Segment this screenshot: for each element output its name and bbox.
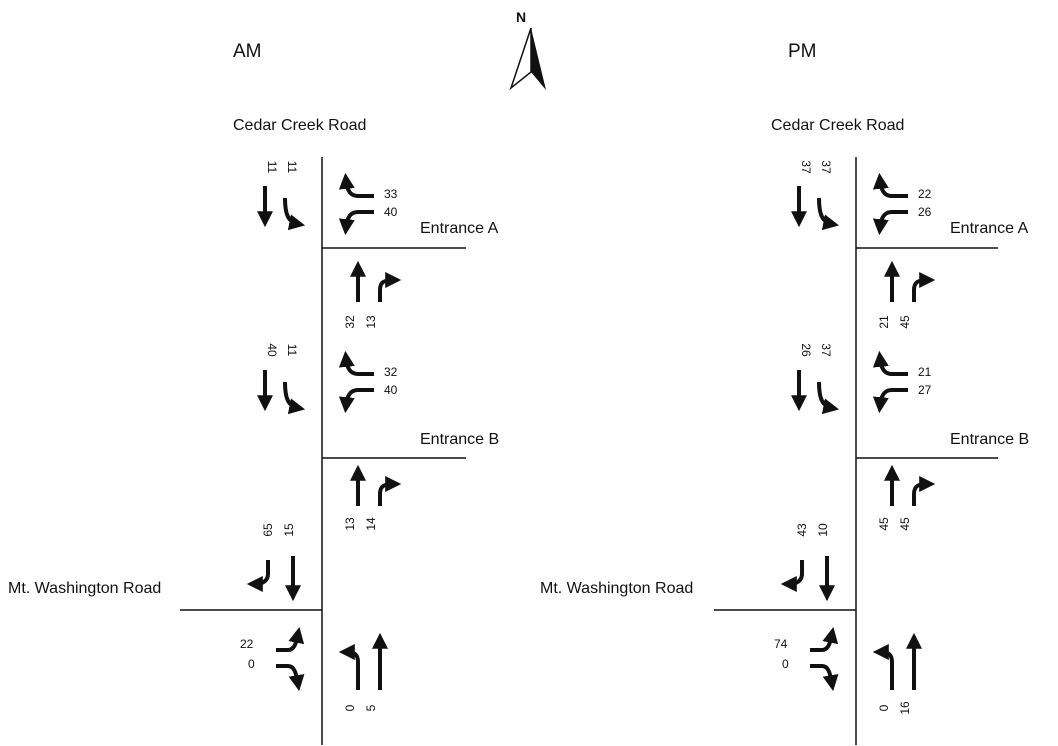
southbound-right-arrow-icon	[780, 560, 804, 592]
volume-label: 0	[877, 704, 891, 711]
period-label: PM	[788, 41, 817, 62]
volume-label: 0	[782, 657, 789, 671]
northbound-left-arrow-icon	[338, 644, 360, 690]
westbound-right-arrow-icon	[338, 172, 374, 198]
volume-label: 13	[343, 517, 357, 531]
volume-label: 74	[774, 637, 788, 651]
north-arrow-icon: N	[509, 9, 546, 91]
volume-label: 65	[261, 523, 275, 537]
cedar-creek-road-label: Cedar Creek Road	[771, 117, 904, 134]
volume-label: 26	[799, 343, 813, 357]
westbound-right-arrow-icon	[872, 172, 908, 198]
westbound-left-arrow-icon	[338, 388, 374, 414]
northbound-right-arrow-icon	[378, 272, 402, 302]
westbound-left-arrow-icon	[338, 210, 374, 236]
volume-label: 45	[877, 517, 891, 531]
northbound-right-arrow-icon	[912, 476, 936, 506]
volume-label: 22	[240, 637, 254, 651]
volume-label: 32	[343, 315, 357, 329]
southbound-right-arrow-icon	[283, 381, 306, 415]
volume-label: 21	[877, 315, 891, 329]
cedar-creek-road-label: Cedar Creek Road	[233, 117, 366, 134]
northbound-right-arrow-icon	[378, 476, 402, 506]
period-label: AM	[233, 41, 262, 62]
volume-label: 13	[364, 315, 378, 329]
volume-label: 11	[285, 344, 299, 357]
volume-label: 45	[898, 315, 912, 329]
volume-label: 40	[384, 383, 398, 397]
volume-label: 43	[795, 523, 809, 537]
volume-label: 33	[384, 187, 398, 201]
westbound-right-arrow-icon	[338, 350, 374, 376]
volume-label: 37	[799, 160, 813, 174]
southbound-right-arrow-icon	[283, 197, 306, 231]
northbound-left-arrow-icon	[872, 644, 894, 690]
westbound-left-arrow-icon	[872, 210, 908, 236]
entrance-b-label: Entrance B	[420, 431, 499, 448]
volume-label: 21	[918, 365, 932, 379]
volume-label: 0	[343, 704, 357, 711]
volume-label: 32	[384, 365, 398, 379]
entrance-b-label: Entrance B	[950, 431, 1029, 448]
am-panel: AM Cedar Creek Road Entrance A Entrance …	[8, 41, 499, 745]
volume-label: 15	[282, 523, 296, 537]
mt-washington-road-label: Mt. Washington Road	[540, 580, 693, 597]
southbound-right-arrow-icon	[817, 381, 840, 415]
eastbound-left-arrow-icon	[276, 626, 305, 652]
volume-label: 40	[384, 205, 398, 219]
westbound-left-arrow-icon	[872, 388, 908, 414]
volume-label: 10	[816, 523, 830, 537]
mt-washington-road-label: Mt. Washington Road	[8, 580, 161, 597]
southbound-right-arrow-icon	[246, 560, 270, 592]
volume-label: 11	[285, 161, 299, 174]
volume-label: 5	[364, 704, 378, 711]
volume-label: 37	[819, 160, 833, 174]
volume-label: 45	[898, 517, 912, 531]
pm-panel: PM Cedar Creek Road Entrance A Entrance …	[540, 41, 1029, 745]
volume-label: 11	[265, 161, 279, 174]
westbound-right-arrow-icon	[872, 350, 908, 376]
volume-label: 27	[918, 383, 932, 397]
eastbound-right-arrow-icon	[810, 664, 839, 692]
volume-label: 26	[918, 205, 932, 219]
entrance-a-label: Entrance A	[420, 220, 499, 237]
volume-label: 37	[819, 343, 833, 357]
volume-label: 14	[364, 517, 378, 531]
entrance-a-label: Entrance A	[950, 220, 1029, 237]
southbound-right-arrow-icon	[817, 197, 840, 231]
north-label: N	[516, 9, 526, 25]
northbound-right-arrow-icon	[912, 272, 936, 302]
volume-label: 0	[248, 657, 255, 671]
volume-label: 16	[898, 701, 912, 715]
eastbound-left-arrow-icon	[810, 626, 839, 652]
volume-label: 22	[918, 187, 932, 201]
eastbound-right-arrow-icon	[276, 664, 305, 692]
volume-label: 40	[265, 343, 279, 357]
